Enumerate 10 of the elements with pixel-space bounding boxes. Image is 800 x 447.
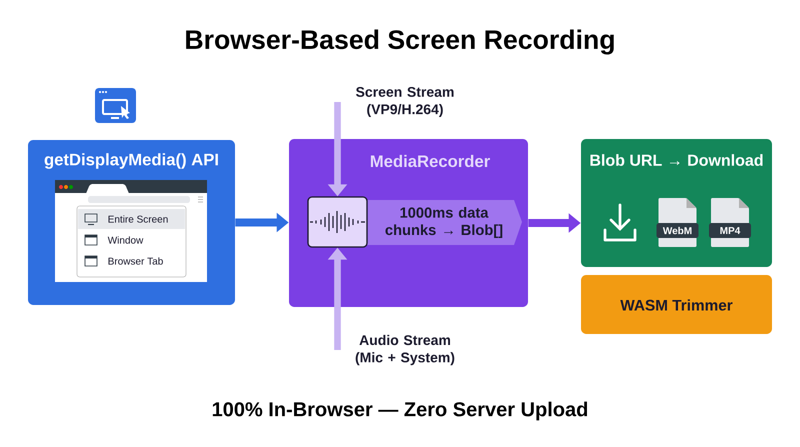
menu-item: Browser Tab (84, 256, 163, 266)
stream-label: Screen Stream (VP9/H.264) (356, 87, 454, 117)
title: Browser-Based Screen Recording (186, 30, 614, 54)
menu-item: Entire Screen (78, 209, 185, 229)
menu-item: Window (84, 234, 144, 246)
waveform-box (307, 196, 368, 248)
trimmer-panel: WASM Trimmer (581, 275, 772, 334)
data-band: 1000ms data chunks → Blob[] (366, 200, 522, 245)
stream-label: Audio Stream (Mic + System) (356, 334, 454, 366)
caption: 100% In-Browser — Zero Server Upload (212, 402, 588, 420)
